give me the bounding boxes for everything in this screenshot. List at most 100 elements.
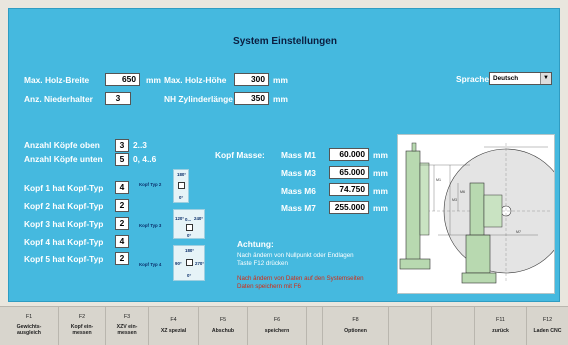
settings-panel: System Einstellungen Max. Holz-Breite 65… [8, 8, 568, 302]
anzahl-koepfe-unten-range: 0, 4..6 [133, 154, 157, 164]
f1-label-1: Gewichts- [16, 324, 42, 330]
f4-key: F4 [170, 317, 177, 323]
f2-key: F2 [78, 314, 86, 320]
mass-m3-unit: mm [373, 168, 388, 178]
anzahl-koepfe-unten-input[interactable]: 5 [115, 153, 129, 166]
kopf-3-typ-input[interactable]: 2 [115, 217, 129, 230]
mass-m3-label: Mass M3 [281, 168, 316, 178]
kopf-1-typ-input[interactable]: 4 [115, 181, 129, 194]
nh-zylinderlaenge-input[interactable]: 350 [234, 92, 269, 105]
f6-button[interactable]: F6 speichern [248, 307, 307, 345]
f5-key: F5 [219, 317, 227, 323]
page-title: System Einstellungen [233, 36, 337, 47]
f12-button[interactable]: F12 Laden CNC [527, 307, 568, 345]
f1-key: F1 [25, 314, 33, 320]
kopf-typ-2-diagram: 180° 0° [173, 169, 189, 203]
nh-zylinderlaenge-label: NH Zylinderlänge [164, 94, 233, 104]
f12-key: F12 [542, 317, 553, 323]
kopf-1-typ-label: Kopf 1 hat Kopf-Typ [24, 183, 104, 193]
f8-button[interactable]: F8 Optionen [323, 307, 389, 345]
f11-key: F11 [496, 317, 505, 323]
kopf-5-typ-input[interactable]: 2 [115, 252, 129, 265]
sprache-label: Sprache [456, 74, 490, 84]
kopf-2-typ-input[interactable]: 2 [115, 199, 129, 212]
f5-label: Abschub [211, 328, 235, 334]
anzahl-koepfe-oben-label: Anzahl Köpfe oben [24, 140, 100, 150]
sprache-select[interactable]: Deutsch ▼ [489, 72, 552, 85]
f1-label-2: ausgleich [17, 330, 41, 336]
achtung-warning-2: Daten speichern mit F6 [237, 283, 301, 290]
kopf-typ-4-label: Kopf Typ 4 [139, 262, 162, 267]
f3-label-1: XZV ein- [116, 324, 138, 330]
kopf-typ-2-angle-top: 180° [177, 172, 187, 177]
kopf-typ-3-angle-bottom: 0° [187, 233, 192, 238]
achtung-line-1: Nach ändern von Nullpunkt oder Endlagen [237, 252, 354, 259]
anzahl-koepfe-unten-label: Anzahl Köpfe unten [24, 154, 103, 164]
f6-key: F6 [273, 317, 281, 323]
anz-niederhalter-input[interactable]: 3 [105, 92, 131, 105]
achtung-title: Achtung: [237, 239, 274, 249]
kopf-3-typ-label: Kopf 3 hat Kopf-Typ [24, 219, 104, 229]
kopf-typ-4-diagram: 180° 90° 270° 0° [173, 245, 205, 281]
chevron-down-icon[interactable]: ▼ [540, 73, 551, 84]
kopf-typ-3-angle-mid: 0... [185, 217, 192, 222]
function-key-bar: F1 Gewichts- ausgleich F2 Kopf ein- mess… [0, 306, 568, 345]
max-holz-breite-label: Max. Holz-Breite [24, 75, 90, 85]
anz-niederhalter-label: Anz. Niederhalter [24, 94, 93, 104]
kopf-typ-2-label: Kopf Typ 2 [139, 182, 162, 187]
f4-label: XZ spezial [160, 328, 187, 334]
drawing-label-m3: M3 [452, 198, 457, 202]
f2-label-2: messen [72, 330, 92, 336]
f8-label: Optionen [344, 328, 367, 334]
kopf-typ-4-angle-right: 270° [195, 261, 205, 266]
kopf-typ-3-square [186, 224, 193, 231]
f3-button[interactable]: F3 XZV ein- messen [106, 307, 149, 345]
kopf-typ-3-angle-left: 120° [175, 216, 185, 221]
f3-label-2: messen [117, 330, 137, 336]
nh-zylinderlaenge-unit: mm [273, 94, 288, 104]
kopf-typ-3-label: Kopf Typ 3 [139, 223, 162, 228]
kopf-typ-3-angle-right: 240° [194, 216, 204, 221]
mass-m3-input[interactable]: 65.000 [329, 166, 369, 179]
kopf-technical-drawing: M1 M3 M6 M7 [397, 134, 568, 294]
f9-button-empty[interactable] [389, 307, 432, 345]
max-holz-hoehe-label: Max. Holz-Höhe [164, 75, 227, 85]
drawing-label-m6: M6 [460, 190, 465, 194]
anzahl-koepfe-oben-input[interactable]: 3 [115, 139, 129, 152]
mass-m1-input[interactable]: 60.000 [329, 148, 369, 161]
kopf-masse-label: Kopf Masse: [215, 150, 265, 160]
mass-m7-label: Mass M7 [281, 203, 316, 213]
sprache-value: Deutsch [493, 75, 519, 82]
achtung-line-2: Taste F12 drücken [237, 260, 288, 267]
f2-label-1: Kopf ein- [70, 324, 94, 330]
f11-button[interactable]: F11 zurück [475, 307, 527, 345]
max-holz-hoehe-input[interactable]: 300 [234, 73, 269, 86]
f8-key: F8 [352, 317, 359, 323]
kopf-5-typ-label: Kopf 5 hat Kopf-Typ [24, 254, 104, 264]
mass-m1-unit: mm [373, 150, 388, 160]
kopf-4-typ-label: Kopf 4 hat Kopf-Typ [24, 237, 104, 247]
mass-m6-label: Mass M6 [281, 186, 316, 196]
kopf-2-typ-label: Kopf 2 hat Kopf-Typ [24, 201, 104, 211]
max-holz-breite-unit: mm [146, 75, 161, 85]
f7-button-empty[interactable] [307, 307, 323, 345]
mass-m1-label: Mass M1 [281, 150, 316, 160]
f2-button[interactable]: F2 Kopf ein- messen [59, 307, 106, 345]
f4-button[interactable]: F4 XZ spezial [149, 307, 199, 345]
f12-label: Laden CNC [533, 328, 562, 334]
mass-m6-unit: mm [373, 186, 388, 196]
anzahl-koepfe-oben-range: 2..3 [133, 140, 147, 150]
max-holz-breite-input[interactable]: 650 [105, 73, 140, 86]
mass-m6-input[interactable]: 74.750 [329, 183, 369, 196]
f10-button-empty[interactable] [432, 307, 475, 345]
mass-m7-unit: mm [373, 203, 388, 213]
f5-button[interactable]: F5 Abschub [199, 307, 248, 345]
kopf-typ-4-angle-bottom: 0° [187, 273, 192, 278]
kopf-typ-3-diagram: 120° 0... 240° 0° [173, 209, 205, 239]
f1-button[interactable]: F1 Gewichts- ausgleich [0, 307, 59, 345]
f3-key: F3 [123, 314, 131, 320]
mass-m7-input[interactable]: 255.000 [329, 201, 369, 214]
kopf-4-typ-input[interactable]: 4 [115, 235, 129, 248]
drawing-label-m1: M1 [436, 178, 441, 182]
